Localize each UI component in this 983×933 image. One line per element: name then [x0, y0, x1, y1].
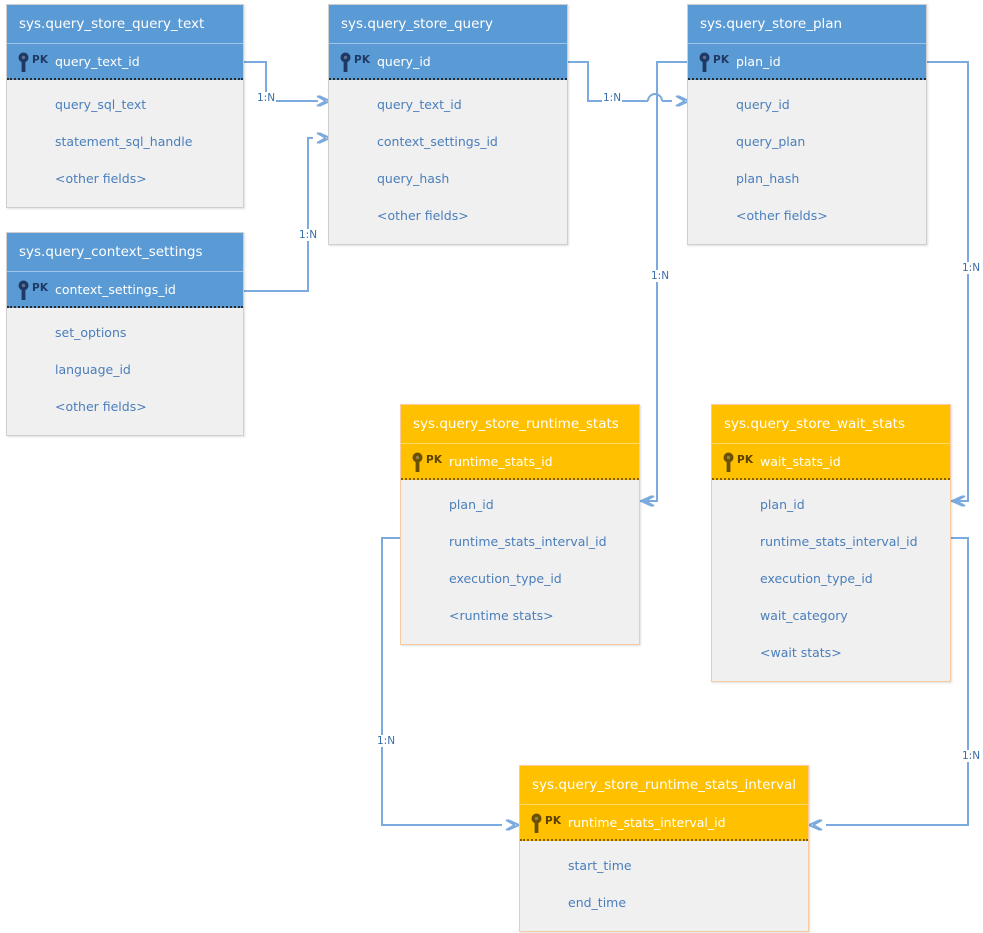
pk-badge: PK	[426, 454, 443, 466]
key-icon	[340, 52, 351, 72]
pk-badge: PK	[713, 54, 730, 66]
entity-title: sys.query_store_runtime_stats_interval	[520, 766, 808, 805]
entity-field[interactable]: wait_category	[760, 608, 848, 623]
entity-field[interactable]: <other fields>	[55, 171, 147, 186]
entity-title: sys.query_context_settings	[7, 233, 243, 272]
pk-badge: PK	[354, 54, 371, 66]
entity-field[interactable]: query_plan	[736, 134, 806, 149]
entity-field[interactable]: language_id	[55, 362, 131, 377]
entity-primary-key-row[interactable]: PK wait_stats_id	[712, 444, 950, 480]
pk-field-name: runtime_stats_interval_id	[568, 814, 726, 830]
pk-field-name: wait_stats_id	[760, 453, 841, 469]
relationship-cardinality-label: 1:N	[650, 270, 671, 282]
entity-title: sys.query_store_wait_stats	[712, 405, 950, 444]
entity-field[interactable]: plan_id	[449, 497, 494, 512]
relationship-cardinality-label: 1:N	[376, 735, 397, 747]
relationship-query-to-plan	[568, 61, 690, 107]
entity-field[interactable]: statement_sql_handle	[55, 134, 193, 149]
pk-badge: PK	[737, 454, 754, 466]
entity-field[interactable]: runtime_stats_interval_id	[449, 534, 607, 549]
entity-field-list: query_text_id context_settings_id query_ha…	[329, 80, 567, 244]
key-icon	[18, 52, 29, 72]
entity-field-list: plan_id runtime_stats_interval_id executio…	[401, 480, 639, 644]
entity-title: sys.query_store_plan	[688, 5, 926, 44]
key-icon	[18, 280, 29, 300]
entity-title: sys.query_store_runtime_stats	[401, 405, 639, 444]
relationship-cardinality-label: 1:N	[298, 229, 319, 241]
pk-field-name: context_settings_id	[55, 281, 176, 297]
entity-primary-key-row[interactable]: PK query_text_id	[7, 44, 243, 80]
entity-field[interactable]: <other fields>	[736, 208, 828, 223]
key-icon	[412, 452, 423, 472]
entity-field[interactable]: set_options	[55, 325, 127, 340]
entity-field[interactable]: <wait stats>	[760, 645, 842, 660]
entity-field-list: query_sql_text statement_sql_handle <other…	[7, 80, 243, 207]
entity-field[interactable]: start_time	[568, 858, 632, 873]
entity-title: sys.query_store_query_text	[7, 5, 243, 44]
entity-field[interactable]: plan_hash	[736, 171, 800, 186]
entity-field[interactable]: execution_type_id	[760, 571, 873, 586]
entity-field-list: plan_id runtime_stats_interval_id executio…	[712, 480, 950, 681]
entity-primary-key-row[interactable]: PK query_id	[329, 44, 567, 80]
entity-title: sys.query_store_query	[329, 5, 567, 44]
relationship-cardinality-label: 1:N	[961, 262, 982, 274]
entity-field-list: start_time end_time	[520, 841, 808, 931]
entity-field[interactable]: <other fields>	[377, 208, 469, 223]
entity-field-list: set_options language_id <other fields>	[7, 308, 243, 435]
pk-badge: PK	[545, 815, 562, 827]
relationship-cardinality-label: 1:N	[602, 92, 623, 104]
entity-primary-key-row[interactable]: PK runtime_stats_interval_id	[520, 805, 808, 841]
entity-field[interactable]: <other fields>	[55, 399, 147, 414]
entity-field[interactable]: end_time	[568, 895, 627, 910]
pk-field-name: query_id	[377, 53, 431, 69]
entity-field[interactable]: query_sql_text	[55, 97, 147, 112]
entity-primary-key-row[interactable]: PK runtime_stats_id	[401, 444, 639, 480]
pk-field-name: plan_id	[736, 53, 781, 69]
pk-field-name: runtime_stats_id	[449, 453, 553, 469]
entity-field-list: query_id query_plan plan_hash <other fields…	[688, 80, 926, 244]
pk-badge: PK	[32, 282, 49, 294]
entity-field[interactable]: runtime_stats_interval_id	[760, 534, 918, 549]
relationship-context_settings-to-query	[244, 132, 331, 292]
entity-field[interactable]: <runtime stats>	[449, 608, 554, 623]
entity-field[interactable]: execution_type_id	[449, 571, 562, 586]
entity-field[interactable]: query_hash	[377, 171, 450, 186]
pk-field-name: query_text_id	[55, 53, 140, 69]
key-icon	[723, 452, 734, 472]
entity-field[interactable]: context_settings_id	[377, 134, 498, 149]
entity-field[interactable]: query_id	[736, 97, 790, 112]
entity-field[interactable]: query_text_id	[377, 97, 462, 112]
entity-field[interactable]: plan_id	[760, 497, 805, 512]
entity-primary-key-row[interactable]: PK context_settings_id	[7, 272, 243, 308]
entity-primary-key-row[interactable]: PK plan_id	[688, 44, 926, 80]
relationship-cardinality-label: 1:N	[256, 92, 277, 104]
key-icon	[699, 52, 710, 72]
relationship-cardinality-label: 1:N	[961, 750, 982, 762]
pk-badge: PK	[32, 54, 49, 66]
key-icon	[531, 813, 542, 833]
